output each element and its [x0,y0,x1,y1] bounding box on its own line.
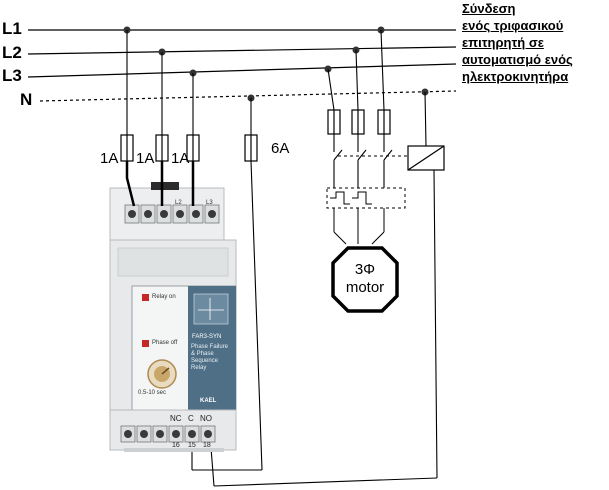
title-line-4: αυτοματισμό ενός [462,52,573,67]
line-l2 [27,46,457,55]
device-phase-label: Phase off [152,340,178,346]
title-line-2: ενός τριφασικού [462,18,564,33]
terminal-c: C [188,414,194,423]
motor-label-phase: 3Φ [354,261,376,278]
label-l3: L3 [2,66,22,85]
motor-label-text: motor [345,279,385,296]
relay-device [109,182,237,452]
label-n: N [20,90,33,109]
title-block: Σύνδεση ενός τριφασικού επιτηρητή σε αυτ… [462,0,608,85]
fuse-label-1: 1A [100,150,119,167]
device-brand: KAEL [200,398,217,404]
contactor-feed [333,134,408,188]
terminal-18: 18 [203,442,211,449]
fuse-label-4: 6A [271,140,290,157]
title-line-1: Σύνδεση [462,1,516,16]
junction-dots [123,26,429,102]
motor [331,246,399,313]
device-desc: Phase Failure & Phase Sequence Relay [191,344,229,371]
terminal-no: NO [200,414,212,423]
device-top-l3: L3 [206,200,213,206]
terminal-nc: NC [170,414,182,423]
overload-relay [326,187,406,245]
motor-fuses [327,109,391,135]
fuse-label-2: 1A [136,150,155,167]
motor-label: 3Φ motor [333,261,397,297]
drops [126,29,385,138]
line-l3 [27,63,457,78]
label-l1: L1 [2,19,22,38]
coil-wiring [191,91,438,487]
fuse-label-3: 1A [171,150,190,167]
title-line-3: επιτηρητή σε [462,35,544,50]
supply-lines [27,29,457,102]
label-l2: L2 [2,43,22,62]
title-line-5: ηλεκτροκινητήρα [462,69,569,84]
terminal-15: 15 [188,442,196,449]
terminal-16: 16 [172,442,180,449]
device-model: FAR3-SYN [192,334,222,340]
contactor-coil [407,145,445,171]
fuses [120,134,258,162]
device-top-l2: L2 [175,200,182,206]
device-relay-label: Relay on [152,294,176,300]
device-delay-label: 0.5-10 sec [138,390,167,396]
relay-input-wires [125,161,195,207]
